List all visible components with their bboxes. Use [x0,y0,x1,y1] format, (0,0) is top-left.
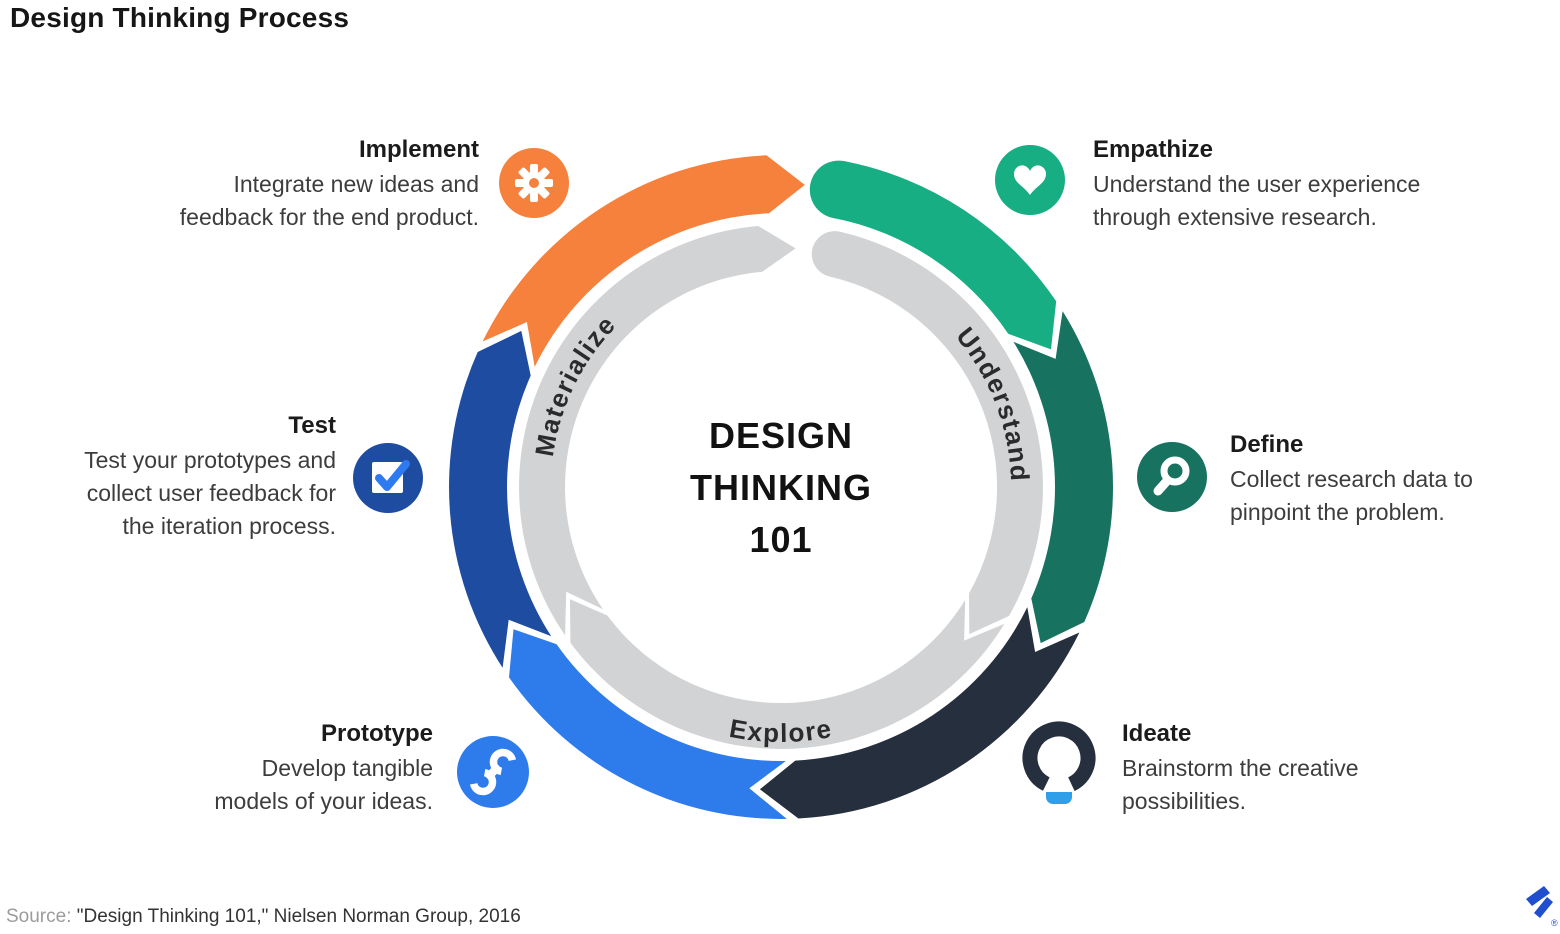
phase-understand-arc-cap [811,231,858,278]
wrench-icon [457,736,529,808]
stage-empathize-title: Empathize [1093,136,1214,163]
stage-test-desc-line: the iteration process. [122,513,336,539]
stage-define: Define Collect research data to pinpoint… [1230,428,1473,529]
phase-explore-arc [570,599,1005,749]
stage-ideate-title: Ideate [1122,720,1192,747]
stage-test: Test Test your prototypes and collect us… [84,409,336,543]
source-prefix: Source: [6,906,72,927]
phase-label-explore: Explore [727,713,834,748]
stage-empathize-desc-line: Understand the user experience [1093,171,1421,197]
stage-ideate-desc-line: possibilities. [1122,788,1246,814]
heart-icon [995,145,1065,215]
stage-define-arc [1013,311,1114,644]
stage-test-arc [449,330,552,668]
stage-define-desc-line: Collect research data to [1230,466,1473,492]
source-attribution: Source: "Design Thinking 101," Nielsen N… [6,906,521,928]
stage-prototype: Prototype Develop tangible models of you… [214,717,433,818]
search-icon [1137,442,1207,512]
center-line-3: 101 [749,519,813,560]
stage-test-desc-line: Test your prototypes and [84,447,336,473]
stage-implement-arc [482,155,805,367]
phase-materialize-arc [519,226,796,636]
toptal-logo: ® [1526,886,1558,928]
stage-prototype-arc [509,629,787,819]
wheel-center-title: DESIGN THINKING 101 [581,410,981,566]
stage-define-desc-line: pinpoint the problem. [1230,499,1445,525]
registered-mark: ® [1551,918,1558,928]
stage-prototype-desc-line: Develop tangible [261,755,433,781]
gear-icon [499,148,569,218]
stage-ideate-desc-line: Brainstorm the creative [1122,755,1359,781]
stage-ideate-arc [759,607,1080,819]
center-line-1: DESIGN [708,415,854,456]
lightbulb-icon [1022,721,1096,804]
stage-implement-desc-line: feedback for the end product. [179,204,479,230]
stage-define-title: Define [1230,431,1304,458]
stage-prototype-title: Prototype [320,720,433,747]
center-line-2: THINKING [690,467,872,508]
stage-implement-title: Implement [358,136,479,163]
stage-empathize-desc-line: through extensive research. [1093,204,1377,230]
stage-prototype-desc-line: models of your ideas. [214,788,433,814]
stage-test-desc-line: collect user feedback for [86,480,336,506]
page-title: Design Thinking Process [10,2,350,33]
stage-implement: Implement Integrate new ideas and feedba… [180,133,479,234]
checkbox-icon [353,443,423,513]
stage-empathize-arc-cap [809,160,868,219]
stage-empathize: Empathize Understand the user experience… [1093,133,1420,234]
phase-understand-arc [829,231,1043,635]
stage-empathize-arc [833,161,1057,350]
stage-implement-desc-line: Integrate new ideas and [233,171,479,197]
source-text: "Design Thinking 101," Nielsen Norman Gr… [76,906,521,927]
stage-test-title: Test [288,412,336,439]
stage-ideate: Ideate Brainstorm the creative possibili… [1122,717,1358,818]
